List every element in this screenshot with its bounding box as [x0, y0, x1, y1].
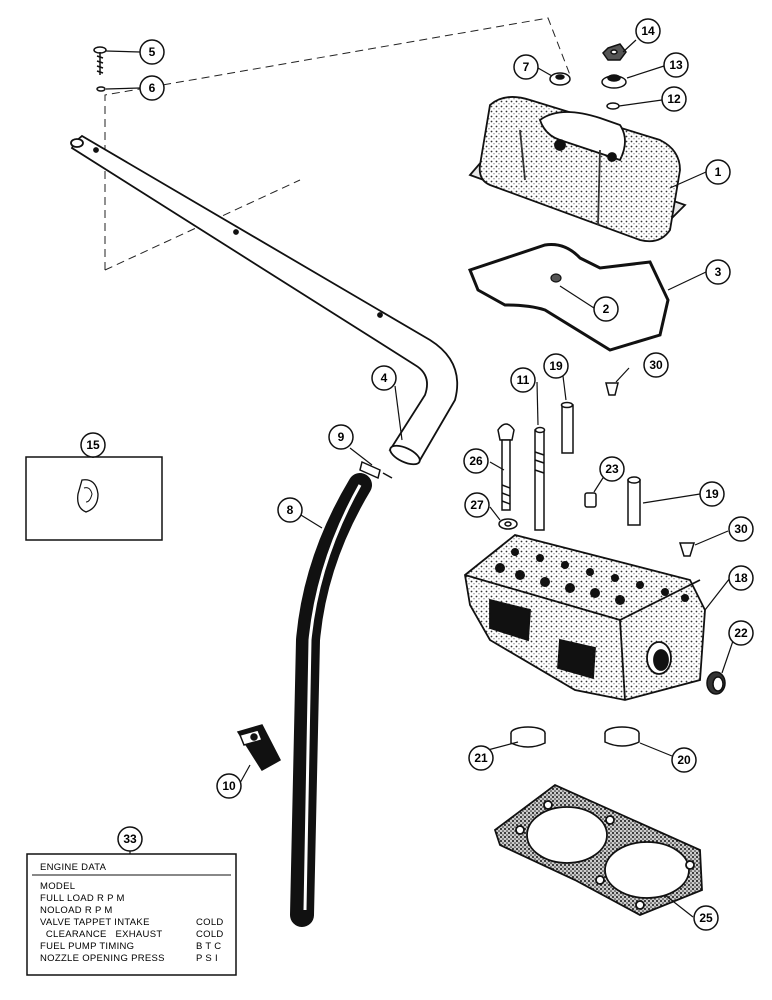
callout-18-label: 18	[734, 571, 748, 585]
callout-9: 9	[328, 424, 354, 450]
callout-19-bottom-label: 19	[705, 487, 719, 501]
cylinder-head-18	[464, 534, 706, 701]
callout-20: 20	[671, 747, 697, 773]
callout-6-label: 6	[149, 81, 156, 95]
callout-7: 7	[513, 54, 539, 80]
washer-12	[606, 102, 620, 110]
insert-21	[510, 726, 546, 748]
engine-data-row-4-label: VALVE TAPPET INTAKE	[40, 917, 150, 928]
head-bolt-holes	[495, 548, 689, 605]
callout-27: 27	[464, 492, 490, 518]
valve-cover-1	[468, 96, 687, 243]
callout-11: 11	[510, 367, 536, 393]
engine-data-plate-33: ENGINE DATA MODEL FULL LOAD R P M NOLOAD…	[26, 853, 237, 976]
plug-22	[706, 671, 726, 695]
callout-22-label: 22	[734, 626, 748, 640]
engine-data-row-7-value: P S I	[196, 953, 218, 964]
callout-15-label: 15	[86, 438, 100, 452]
callout-21-label: 21	[474, 751, 488, 765]
callout-4: 4	[371, 365, 397, 391]
engine-data-row-7-label: NOZZLE OPENING PRESS	[40, 953, 165, 964]
engine-data-row-5-value: COLD	[196, 929, 224, 940]
callout-14: 14	[635, 18, 661, 44]
callout-9-label: 9	[338, 430, 345, 444]
stud-19-bottom	[627, 476, 641, 526]
grommet-13	[601, 74, 627, 89]
callout-3-label: 3	[715, 265, 722, 279]
engine-data-row-5-label: CLEARANCE EXHAUST	[40, 929, 162, 940]
callout-25: 25	[693, 905, 719, 931]
callout-30-bottom-label: 30	[734, 522, 748, 536]
engine-data-row-6-value: B T C	[196, 941, 221, 952]
callout-4-label: 4	[381, 371, 388, 385]
bolt-5	[93, 46, 107, 75]
cap-30-bottom	[678, 542, 696, 557]
callout-27-label: 27	[470, 498, 484, 512]
callout-11-label: 11	[517, 373, 530, 387]
callout-23-label: 23	[605, 462, 619, 476]
callout-2-label: 2	[603, 302, 610, 316]
bolt-26	[497, 423, 515, 511]
grommet-2	[550, 273, 562, 283]
nut-14	[602, 43, 627, 61]
callout-1: 1	[705, 159, 731, 185]
hose-8	[290, 473, 372, 927]
callout-8-label: 8	[287, 503, 294, 517]
engine-data-row-3-label: NOLOAD R P M	[40, 905, 113, 916]
callout-10-label: 10	[222, 779, 236, 793]
clamp-9	[359, 460, 393, 480]
cap-30-top	[605, 382, 619, 396]
callout-13: 13	[663, 52, 689, 78]
callout-6: 6	[139, 75, 165, 101]
callout-2: 2	[593, 296, 619, 322]
callout-13-label: 13	[669, 58, 683, 72]
callout-19-top-label: 19	[549, 359, 563, 373]
callout-5: 5	[139, 39, 165, 65]
insert-20	[604, 726, 640, 747]
callout-20-label: 20	[677, 753, 691, 767]
callout-14-label: 14	[641, 24, 655, 38]
callout-33: 33	[117, 826, 143, 852]
callout-30-top-label: 30	[649, 358, 663, 372]
callout-33-label: 33	[123, 832, 137, 846]
callout-25-label: 25	[699, 911, 713, 925]
clip-10	[236, 724, 281, 771]
callout-8: 8	[277, 497, 303, 523]
callout-12: 12	[661, 86, 687, 112]
engine-data-row-2-label: FULL LOAD R P M	[40, 893, 125, 904]
gasket-3	[468, 243, 670, 352]
callout-15: 15	[80, 432, 106, 458]
callout-7-label: 7	[523, 60, 530, 74]
washer-27	[498, 518, 518, 530]
washer-6	[96, 86, 106, 92]
engine-data-row-1-label: MODEL	[40, 881, 75, 892]
callout-26: 26	[463, 448, 489, 474]
engine-data-row-4-value: COLD	[196, 917, 224, 928]
seal-7	[549, 72, 571, 86]
engine-data-title: ENGINE DATA	[40, 862, 107, 873]
callout-23: 23	[599, 456, 625, 482]
stud-11	[534, 426, 546, 531]
callout-19-top: 19	[543, 353, 569, 379]
callout-10: 10	[216, 773, 242, 799]
engine-data-row-6-label: FUEL PUMP TIMING	[40, 941, 134, 952]
stud-19-top	[560, 401, 574, 454]
callout-30-bottom: 30	[728, 516, 754, 542]
dipstick-tube-4	[70, 134, 459, 466]
callout-26-label: 26	[469, 454, 483, 468]
callout-3: 3	[705, 259, 731, 285]
callout-12-label: 12	[667, 92, 681, 106]
callout-1-label: 1	[715, 165, 722, 179]
decal-15	[25, 456, 163, 541]
seal-23	[584, 492, 597, 508]
callouts: 1 2 3 4 5 6 7 8 9 10 11 12 13 14 15 18 1…	[80, 18, 754, 931]
callout-19-bottom: 19	[699, 481, 725, 507]
head-gasket-25	[493, 783, 703, 916]
callout-21: 21	[468, 745, 494, 771]
callout-30-top: 30	[643, 352, 669, 378]
callout-18: 18	[728, 565, 754, 591]
callout-5-label: 5	[149, 45, 156, 59]
callout-22: 22	[728, 620, 754, 646]
